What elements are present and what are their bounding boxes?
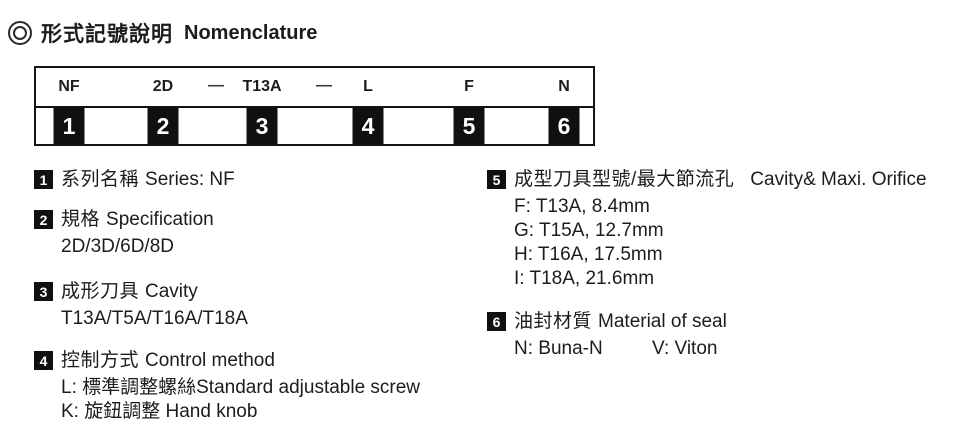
item-label-en: Material of seal (598, 311, 727, 332)
item-label-en: Cavity& Maxi. Orifice (750, 169, 927, 190)
item-number-badge: 6 (487, 312, 506, 331)
item-options: L: 標準調整螺絲Standard adjustable screw K: 旋鈕… (61, 376, 420, 424)
code-label-3: T13A (242, 78, 282, 95)
legend-item-header: 5 成型刀具型號/最大節流孔 Cavity& Maxi. Orifice (487, 168, 927, 192)
item-number-badge: 1 (34, 170, 53, 189)
double-circle-inner (13, 26, 27, 40)
item-label-en: Specification (106, 209, 214, 230)
item-options: F: T13A, 8.4mm G: T15A, 12.7mm H: T16A, … (514, 195, 927, 291)
item-label-zh: 控制方式 (61, 350, 140, 371)
code-label-4: L (363, 78, 373, 95)
item-number-badge: 2 (34, 210, 53, 229)
item-label-en: Control method (145, 350, 275, 371)
option-line: H: T16A, 17.5mm (514, 244, 663, 265)
legend-item-cavity-max-orifice: 5 成型刀具型號/最大節流孔 Cavity& Maxi. Orifice F: … (487, 168, 927, 291)
item-label-zh: 成型刀具型號/最大節流孔 (514, 169, 735, 190)
legend-item-header: 6 油封材質 Material of seal (487, 310, 727, 334)
item-number-badge: 3 (34, 282, 53, 301)
section-title-zh: 形式記號說明 (41, 23, 173, 46)
option-line: L: 標準調整螺絲Standard adjustable screw (61, 377, 421, 398)
item-number-badge: 5 (487, 170, 506, 189)
item-label-en: Cavity (145, 281, 198, 302)
item-options: T13A/T5A/T16A/T18A (61, 307, 248, 331)
item-label-zh: 規格 (61, 209, 101, 230)
item-label-zh: 油封材質 (514, 311, 593, 332)
position-marker-1: 1 (53, 108, 85, 144)
legend-item-header: 4 控制方式 Control method (34, 349, 420, 373)
code-label-5: F (464, 78, 474, 95)
item-label-en: Series: NF (145, 169, 235, 190)
option-line: G: T15A, 12.7mm (514, 220, 664, 241)
double-circle-icon (8, 21, 32, 45)
legend-item-series: 1 系列名稱 Series: NF (34, 168, 235, 192)
section-header: 形式記號說明 Nomenclature (8, 18, 317, 48)
position-marker-6: 6 (548, 108, 580, 144)
position-marker-4: 4 (352, 108, 384, 144)
dash-separator-2: — (316, 77, 332, 94)
option-line: F: T13A, 8.4mm (514, 196, 650, 217)
legend-item-cavity: 3 成形刀具 Cavity T13A/T5A/T16A/T18A (34, 280, 248, 331)
option-line: I: T18A, 21.6mm (514, 268, 655, 289)
code-label-1: NF (58, 78, 80, 95)
dash-separator-1: — (208, 77, 224, 94)
legend-item-header: 1 系列名稱 Series: NF (34, 168, 235, 192)
option-line: 2D/3D/6D/8D (61, 236, 174, 257)
option-seal-v: V: Viton (651, 338, 718, 359)
option-seal-n: N: Buna-N (514, 338, 603, 359)
diagram-divider-line (36, 106, 593, 108)
legend-item-seal-material: 6 油封材質 Material of seal N: Buna-N V: Vit… (487, 310, 727, 361)
item-number-badge: 4 (34, 351, 53, 370)
position-marker-3: 3 (246, 108, 278, 144)
code-label-2: 2D (152, 78, 174, 95)
position-marker-5: 5 (453, 108, 485, 144)
option-line: K: 旋鈕調整 Hand knob (61, 401, 258, 422)
section-title-en: Nomenclature (184, 21, 318, 44)
item-label-zh: 成形刀具 (61, 281, 140, 302)
item-label-zh: 系列名稱 (61, 169, 140, 190)
legend-item-specification: 2 規格 Specification 2D/3D/6D/8D (34, 208, 214, 259)
position-marker-2: 2 (147, 108, 179, 144)
code-label-6: N (558, 78, 570, 95)
model-code-diagram: NF 2D — T13A — L F N 1 2 3 4 5 6 (34, 66, 595, 146)
option-line-pair: N: Buna-N V: Viton (514, 337, 727, 361)
legend-item-header: 3 成形刀具 Cavity (34, 280, 248, 304)
legend-item-header: 2 規格 Specification (34, 208, 214, 232)
item-options: 2D/3D/6D/8D (61, 235, 214, 259)
item-options: N: Buna-N V: Viton (514, 337, 727, 361)
legend-item-control-method: 4 控制方式 Control method L: 標準調整螺絲Standard … (34, 349, 420, 424)
option-line: T13A/T5A/T16A/T18A (61, 308, 248, 329)
